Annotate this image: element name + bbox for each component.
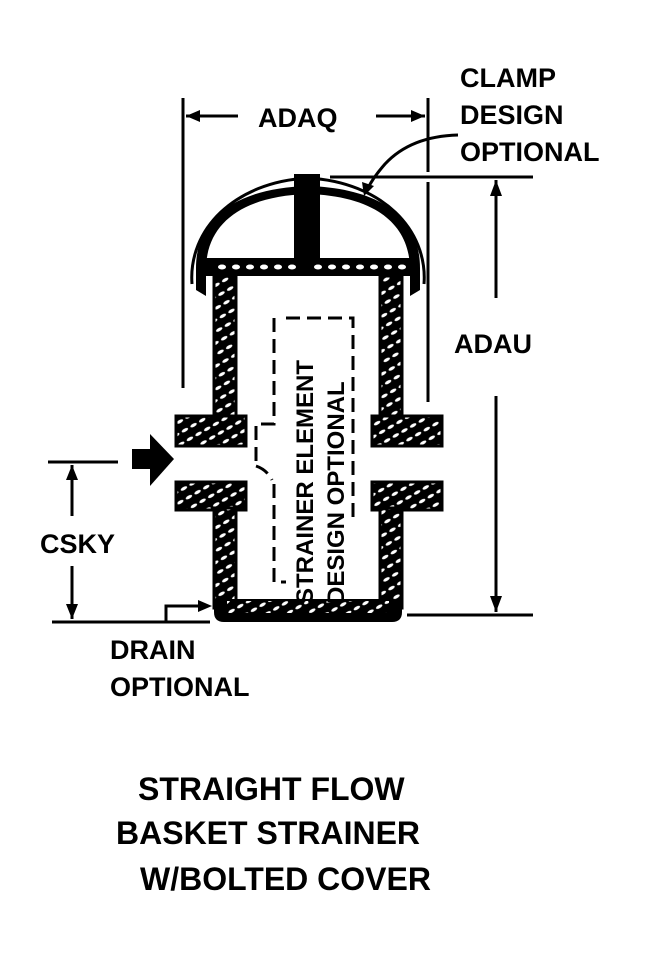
adau-label: ADAU [454,329,532,359]
drain-callout: DRAIN OPTIONAL [110,635,250,702]
strainer-element-label-2: DESIGN OPTIONAL [323,381,350,604]
adaq-dimension [181,98,430,402]
strainer-element-outline [254,316,355,584]
adaq-label: ADAQ [258,103,338,133]
csky-label: CSKY [40,529,115,559]
csky-dimension [48,460,210,624]
clamp-callout: CLAMP DESIGN OPTIONAL [460,63,600,167]
drain-leader [164,600,212,622]
adau-dimension [330,175,533,617]
bolted-cover [190,174,426,296]
flow-direction-arrow [132,434,174,486]
clamp-bolt [294,174,320,262]
diagram-title: STRAIGHT FLOW BASKET STRAINER W/BOLTED C… [116,771,431,897]
strainer-element-label-1: STRAINER ELEMENT [292,360,319,604]
clamp-leader-line [366,133,459,189]
outlet-flange [370,414,444,448]
inlet-flange [174,414,248,448]
strainer-body [174,274,444,622]
